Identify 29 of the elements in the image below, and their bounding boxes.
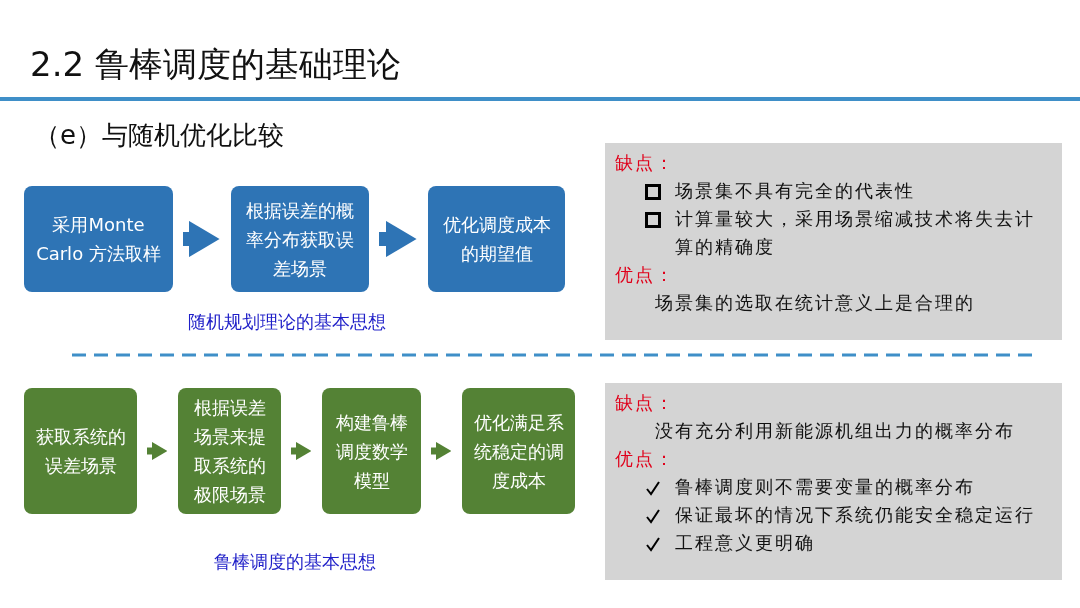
note-panel — [605, 383, 1062, 580]
caption-text: 鲁棒调度的基本思想 — [214, 550, 376, 574]
process-box: 构建鲁棒调度数学模型 — [322, 388, 421, 514]
slide-title: 2.2 鲁棒调度的基础理论 — [30, 43, 401, 86]
process-box: 获取系统的误差场景 — [24, 388, 137, 514]
block-arrow — [183, 220, 220, 258]
heading-text: 优点： — [615, 263, 676, 287]
process-box: 采用Monte Carlo 方法取样 — [24, 186, 173, 292]
caption-text: 随机规划理论的基本思想 — [188, 310, 386, 334]
note-text: 工程意义更明确 — [675, 531, 816, 555]
note-text: 没有充分利用新能源机组出力的概率分布 — [655, 419, 1016, 443]
note-text: 保证最坏的情况下系统仍能安全稳定运行 — [675, 503, 1036, 527]
block-arrow — [379, 220, 417, 258]
heading-text: 缺点： — [615, 151, 676, 175]
heading-text: 缺点： — [615, 391, 676, 415]
block-arrow — [431, 441, 452, 461]
note-text: 鲁棒调度则不需要变量的概率分布 — [675, 475, 976, 499]
note-text: 场景集不具有完全的代表性 — [675, 179, 916, 203]
process-box: 优化满足系统稳定的调度成本 — [462, 388, 575, 514]
process-box: 根据误差的概率分布获取误差场景 — [231, 186, 369, 292]
note-panel — [605, 143, 1062, 340]
process-box: 优化调度成本的期望值 — [428, 186, 565, 292]
block-arrow — [291, 441, 312, 461]
section-heading: （e）与随机优化比较 — [34, 119, 284, 152]
heading-text: 优点： — [615, 447, 676, 471]
note-text: 场景集的选取在统计意义上是合理的 — [655, 291, 976, 315]
process-box: 根据误差场景来提取系统的极限场景 — [178, 388, 281, 514]
note-text: 计算量较大，采用场景缩减技术将失去计算的精确度 — [675, 207, 1036, 259]
block-arrow — [147, 441, 168, 461]
